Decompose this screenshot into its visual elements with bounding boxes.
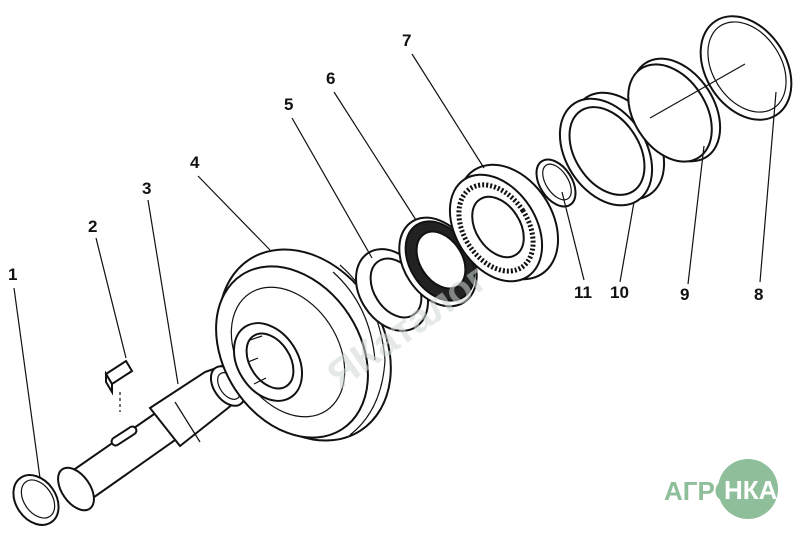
part-1-retaining-ring	[12, 474, 60, 526]
label-part-1: 1	[8, 265, 17, 284]
agronka-logo: АГРО НКА	[664, 459, 778, 519]
part-11-circlip	[535, 158, 577, 208]
part-labels: 1 2 3 4 5 6 7 11 10 9 8	[8, 31, 763, 304]
logo-circle	[718, 459, 778, 519]
label-part-11: 11	[574, 283, 592, 302]
label-part-10: 10	[610, 283, 629, 302]
label-part-5: 5	[284, 95, 293, 114]
label-part-3: 3	[142, 179, 151, 198]
part-8-large-ring	[699, 15, 793, 121]
label-part-2: 2	[88, 217, 97, 236]
part-7-bearing	[448, 163, 560, 283]
label-part-7: 7	[402, 31, 411, 50]
label-part-4: 4	[190, 153, 200, 172]
part-4-gear	[215, 248, 392, 442]
part-2-key	[104, 359, 134, 412]
part-9-disc	[627, 57, 746, 163]
part-3-shaft	[57, 364, 247, 512]
label-part-6: 6	[326, 69, 335, 88]
label-part-8: 8	[754, 285, 763, 304]
label-part-9: 9	[680, 285, 689, 304]
logo-text-right: НКА	[724, 475, 778, 505]
leader-lines	[13, 53, 777, 479]
